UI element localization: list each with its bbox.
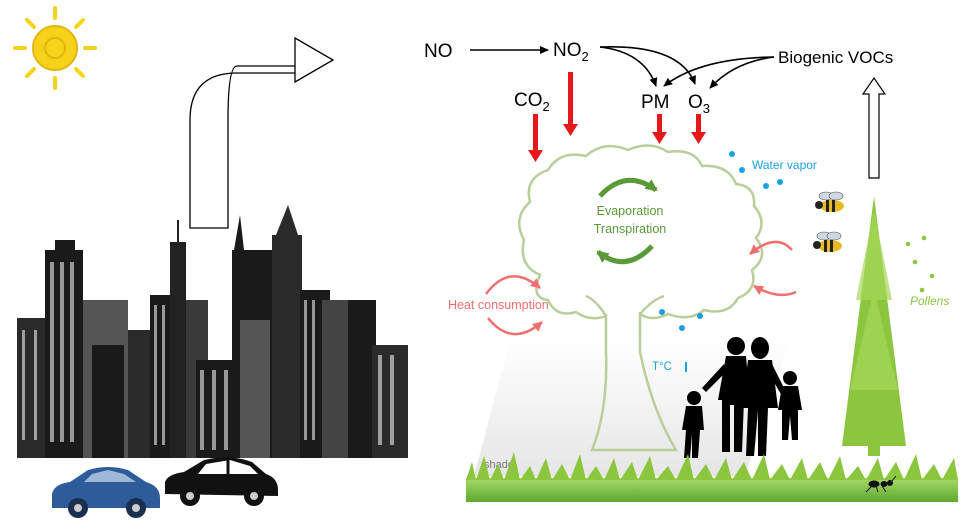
pollens-label: Pollens [910,294,949,308]
heat-rise-arrow [189,36,335,229]
blue-car-icon [52,467,160,518]
pollen-dots [905,235,935,293]
evaporation-cycle-arrow-top [598,177,658,198]
co2-subscript: 2 [543,99,550,114]
bee-icon [813,231,842,252]
no-label: NO [424,41,453,62]
o3-base: O [688,92,703,113]
heat-arrow-left-top [485,275,541,295]
transpiration-label: Transpiration [594,222,667,236]
family-silhouette-icon [682,337,802,458]
ant-icon [865,475,897,493]
broadleaf-tree [517,144,764,452]
water-vapor-label: Water vapor [752,158,817,172]
shade-area [474,340,790,476]
water-vapor-droplets [659,151,783,331]
no2-deposition-arrow [563,72,578,136]
city-skyline-icon [17,205,408,458]
voc-emission-arrow [861,76,887,179]
vocs-to-pm-arrow [663,56,775,87]
evaporation-cycle-arrow-bottom [596,244,654,265]
pm-label: PM [641,92,670,113]
no2-label: NO2 [553,40,589,64]
pm-deposition-arrow [652,114,667,144]
bee-icon [815,191,844,212]
sun-icon [13,6,97,90]
o3-subscript: 3 [703,101,710,116]
vocs-to-o3-arrow [709,56,775,89]
no2-to-o3-arrow [599,46,696,85]
heat-consumption-label: Heat consumption [448,298,549,312]
black-car-icon [165,457,278,506]
evaporation-label: Evaporation [597,204,664,218]
shade-label: shade [484,459,514,471]
o3-label: O3 [688,92,710,116]
biogenic-vocs-label: Biogenic VOCs [778,48,893,67]
o3-deposition-arrow [691,114,706,144]
heat-arrow-right-bottom [753,284,797,297]
temperature-label: T°C [652,361,672,373]
co2-base: CO [514,90,543,111]
heat-arrow-left-bottom [487,317,543,336]
no2-subscript: 2 [582,49,589,64]
co2-deposition-arrow [528,114,543,162]
no2-to-pm-arrow [599,46,658,87]
deposition-arrows [528,72,706,162]
conifer-tree-icon [842,196,906,456]
co2-label: CO2 [514,90,550,114]
heat-arrow-right-top [749,240,793,255]
no2-base: NO [553,40,582,61]
